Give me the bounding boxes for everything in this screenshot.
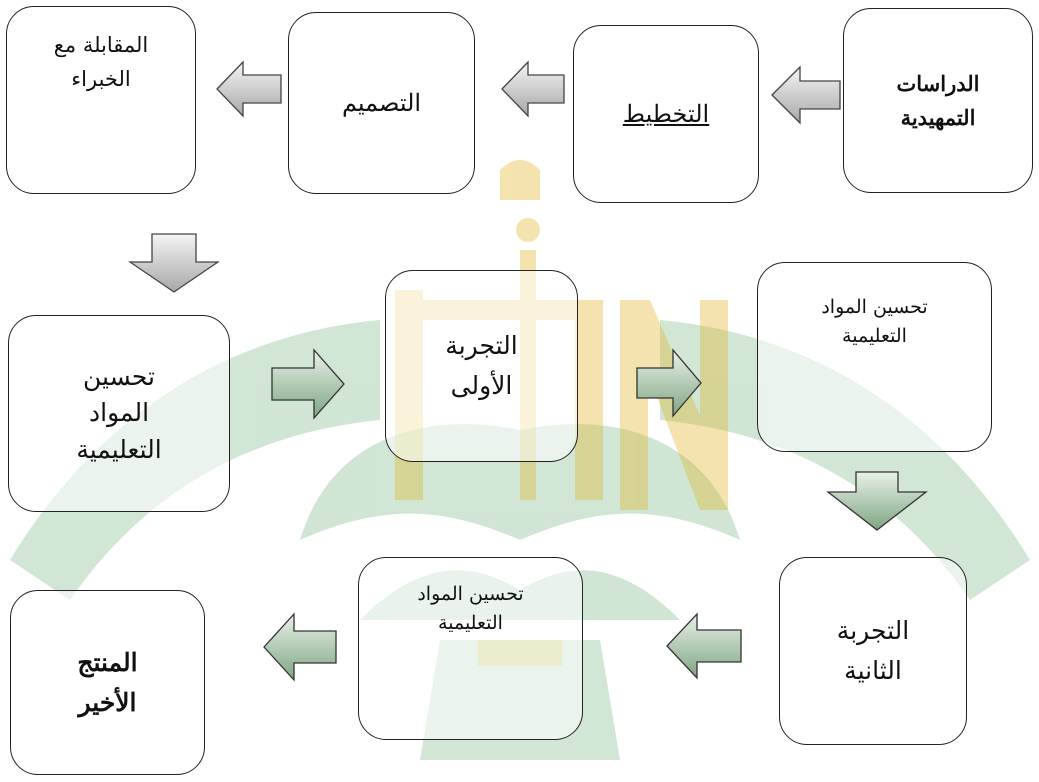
node-revision-3-label: تحسين المواد التعليمية <box>417 583 524 634</box>
arrow-left-icon <box>666 612 742 680</box>
arrow-left-icon <box>263 612 337 682</box>
node-final-product: المنتج الأخير <box>10 590 205 775</box>
node-revision-1-label: تحسين المواد التعليمية <box>76 362 162 464</box>
node-final-product-label: المنتج الأخير <box>77 647 138 717</box>
node-preliminary-studies: الدراسات التمهيدية <box>843 8 1033 193</box>
node-preliminary-studies-label: الدراسات التمهيدية <box>896 70 980 130</box>
node-revision-2: تحسين المواد التعليمية <box>757 262 992 452</box>
node-revision-1: تحسين المواد التعليمية <box>8 315 230 512</box>
arrow-right-icon <box>636 348 702 418</box>
arrow-down-icon <box>128 233 220 293</box>
node-trial-1-label: التجربة الأولى <box>445 331 518 400</box>
node-expert-interview-label: المقابلة مع الخبراء <box>53 33 149 91</box>
node-design-label: التصميم <box>341 89 422 117</box>
node-expert-interview: المقابلة مع الخبراء <box>6 6 196 194</box>
arrow-right-icon <box>271 348 345 420</box>
node-trial-2: التجربة الثانية <box>779 557 967 745</box>
node-planning-label: التخطيط <box>622 100 710 128</box>
node-trial-1: التجربة الأولى <box>385 270 578 462</box>
node-revision-2-label: تحسين المواد التعليمية <box>821 296 928 347</box>
node-revision-3: تحسين المواد التعليمية <box>358 557 583 740</box>
node-design: التصميم <box>288 12 475 194</box>
arrow-left-icon <box>216 60 282 118</box>
node-trial-2-label: التجربة الثانية <box>836 616 910 685</box>
arrow-down-icon <box>826 471 928 531</box>
arrow-left-icon <box>501 60 565 118</box>
node-planning: التخطيط <box>573 25 759 203</box>
arrow-left-icon <box>771 65 841 125</box>
